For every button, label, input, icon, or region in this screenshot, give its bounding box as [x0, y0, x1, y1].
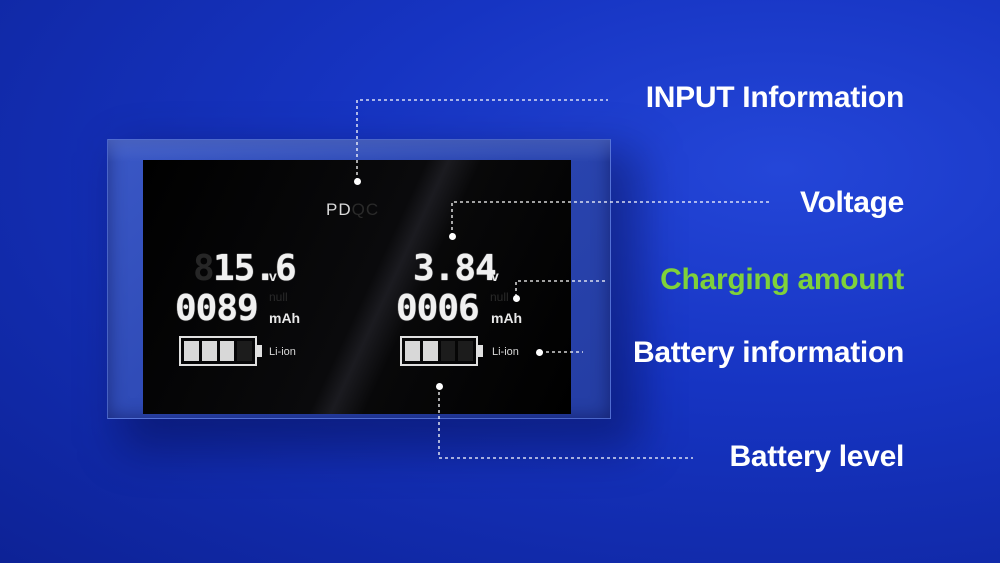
right-capacity-readout: 0006 — [396, 288, 480, 329]
callout-charging-amount: Charging amount — [660, 263, 904, 296]
battery-level-leader-line — [438, 386, 693, 459]
battery-info-marker-dot — [536, 349, 543, 356]
voltage-leader-line — [451, 201, 770, 236]
lcd-screen: PDQC 8 15.6 v 0089 null mAh Li-ion 3.84 … — [143, 160, 571, 414]
charger-device: PDQC 8 15.6 v 0089 null mAh Li-ion 3.84 … — [107, 139, 611, 419]
right-battery-cell-4 — [458, 341, 473, 361]
left-battery-cell-4 — [237, 341, 252, 361]
left-battery-tip — [257, 345, 262, 357]
left-capacity-readout: 0089 — [175, 288, 259, 329]
qc-indicator: QC — [351, 200, 380, 219]
left-voltage-readout: 15.6 — [213, 248, 297, 289]
left-battery-gauge — [179, 336, 257, 366]
right-battery-cell-2 — [422, 341, 438, 361]
callout-battery-level: Battery level — [729, 440, 904, 473]
right-battery-cell-1 — [405, 341, 420, 361]
protocol-indicator: PDQC — [326, 200, 379, 220]
callout-battery-information: Battery information — [633, 336, 904, 369]
left-battery-cell-1 — [184, 341, 199, 361]
voltage-marker-dot — [449, 233, 456, 240]
pd-indicator: PD — [326, 200, 352, 219]
right-battery-gauge — [400, 336, 478, 366]
right-null-ghost: null — [490, 290, 509, 304]
input-marker-dot — [354, 178, 361, 185]
input-leader-line — [356, 99, 608, 181]
right-voltage-readout: 3.84 — [413, 248, 497, 289]
right-voltage-unit: v — [491, 268, 499, 284]
left-null-ghost: null — [269, 290, 288, 304]
battery-level-marker-dot — [436, 383, 443, 390]
right-capacity-unit: mAh — [491, 310, 523, 326]
callout-input-information: INPUT Information — [645, 81, 905, 114]
charging-marker-dot — [513, 295, 520, 302]
right-battery-chemistry: Li-ion — [492, 346, 519, 358]
left-battery-cell-3 — [219, 341, 235, 361]
right-battery-tip — [478, 345, 483, 357]
charging-leader-line — [515, 280, 608, 297]
right-battery-cell-3 — [440, 341, 456, 361]
device-bevel — [108, 140, 610, 162]
left-battery-chemistry: Li-ion — [269, 346, 296, 358]
left-battery-cell-2 — [201, 341, 217, 361]
left-capacity-unit: mAh — [269, 310, 301, 326]
left-voltage-ghost-digit: 8 — [193, 248, 215, 289]
left-voltage-unit: v — [269, 268, 277, 284]
callout-voltage: Voltage — [799, 186, 904, 219]
